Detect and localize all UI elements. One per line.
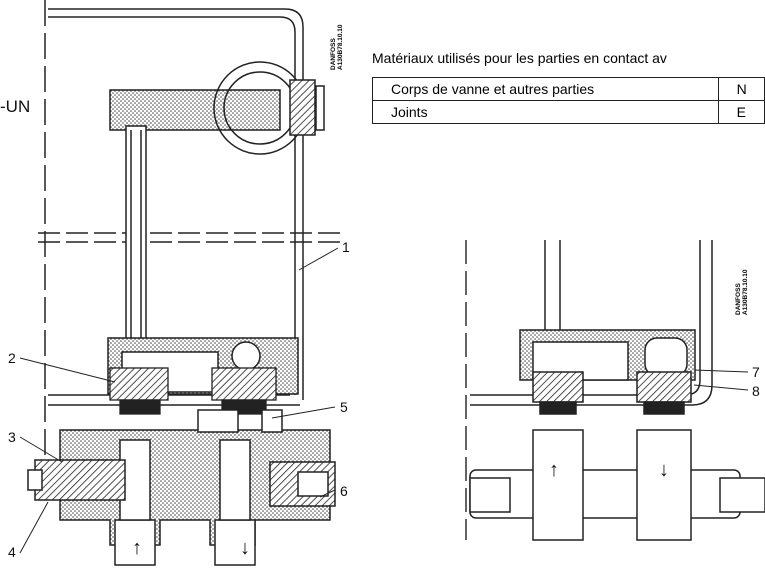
pipe-left [109, 61, 325, 347]
frame-outline-left [48, 8, 304, 406]
callout-5: 5 [340, 399, 348, 415]
flow-down-arrow-left: ↓ [240, 537, 250, 559]
table-cell: Joints [372, 100, 719, 124]
flow-down-arrow-right: ↓ [659, 459, 669, 481]
leader-lines [19, 247, 749, 554]
callout-3: 3 [8, 429, 16, 445]
materials-title: Matériaux utilisés pour les parties en c… [372, 50, 667, 66]
manifold-body-left [27, 409, 336, 566]
callout-2: 2 [8, 350, 16, 366]
header-block-right [519, 329, 696, 415]
table-row: Corps de vanne et autres parties N [372, 77, 765, 101]
table-cell: E [717, 100, 765, 124]
valve-inserts-left [109, 367, 277, 415]
callout-1: 1 [342, 239, 350, 255]
manifold-body-right [469, 429, 765, 541]
materials-table: Corps de vanne et autres parties N Joint… [372, 77, 765, 124]
edge-label: -UN [0, 97, 31, 116]
flow-up-arrow-right: ↑ [549, 459, 559, 481]
callout-4: 4 [8, 544, 16, 560]
table-cell: Corps de vanne et autres parties [372, 77, 719, 101]
callout-6: 6 [340, 483, 348, 499]
break-lines-left [38, 232, 346, 243]
flow-up-arrow-left: ↑ [132, 537, 142, 559]
table-cell: N [717, 77, 765, 101]
callout-8: 8 [752, 383, 760, 399]
callout-7: 7 [752, 364, 760, 380]
table-row: Joints E [372, 100, 765, 124]
